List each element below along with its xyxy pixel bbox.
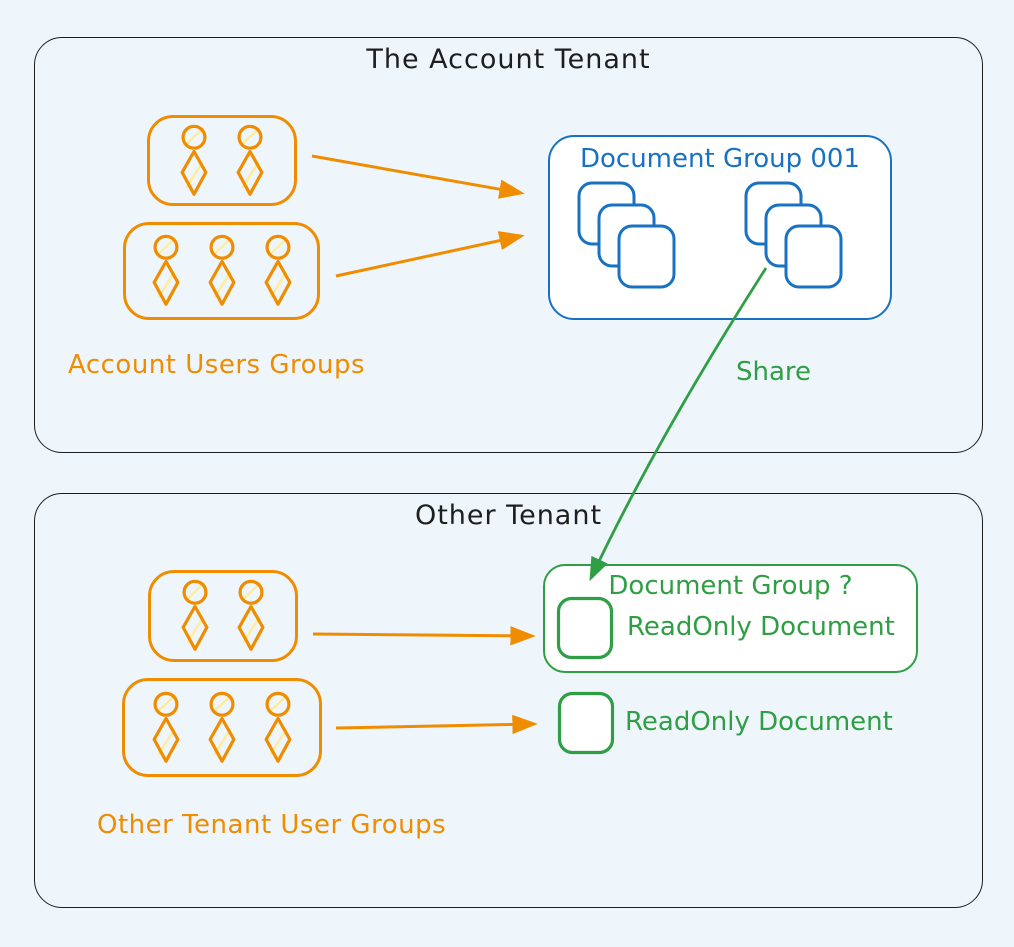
user-icon <box>202 234 242 308</box>
account-user-group-3 <box>123 222 320 320</box>
other-tenant-container <box>34 493 983 908</box>
other-user-group-2 <box>148 570 298 662</box>
user-icon <box>146 234 186 308</box>
document-group-001-box: Document Group 001 <box>548 135 892 320</box>
user-icon <box>174 124 214 198</box>
other-tenant-title: Other Tenant <box>414 500 603 531</box>
document-icon <box>557 691 615 755</box>
user-icon <box>231 579 271 653</box>
other-user-group-3 <box>122 678 322 777</box>
account-tenant-title: The Account Tenant <box>366 44 651 75</box>
share-label: Share <box>736 357 812 387</box>
document-stack-icon <box>577 181 677 289</box>
user-icon <box>258 234 298 308</box>
readonly-document-label-2: ReadOnly Document <box>625 707 893 737</box>
document-stack-icon <box>744 181 844 289</box>
document-group-001-title: Document Group 001 <box>579 144 860 174</box>
account-tenant-container <box>34 37 983 453</box>
user-icon <box>230 124 270 198</box>
account-users-groups-label: Account Users Groups <box>68 350 366 380</box>
account-user-group-2 <box>147 115 297 206</box>
user-icon <box>258 691 298 765</box>
user-icon <box>175 579 215 653</box>
readonly-document-label-1: ReadOnly Document <box>627 612 895 642</box>
other-tenant-user-groups-label: Other Tenant User Groups <box>97 810 447 840</box>
user-icon <box>146 691 186 765</box>
user-icon <box>202 691 242 765</box>
document-group-q-box: Document Group ? ReadOnly Document <box>543 564 918 673</box>
document-icon <box>556 596 614 660</box>
